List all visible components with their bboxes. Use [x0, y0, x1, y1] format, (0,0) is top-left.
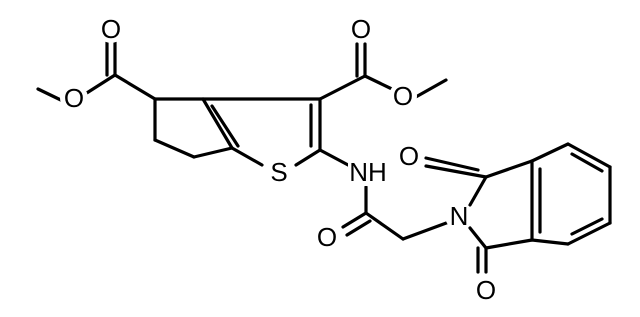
- bond: [401, 220, 451, 241]
- bond: [424, 164, 488, 179]
- bond: [570, 152, 604, 173]
- bond: [153, 138, 196, 159]
- bond: [230, 146, 264, 167]
- bond: [566, 142, 612, 169]
- svg-text:S: S: [270, 157, 287, 187]
- atom-oxygen-right-ester-ether: O: [389, 81, 417, 111]
- atom-amide-nh: NH: [348, 157, 388, 187]
- svg-text:O: O: [351, 14, 371, 44]
- atom-oxygen-amide: O: [313, 222, 341, 252]
- bonds: [36, 40, 612, 274]
- bond: [80, 73, 117, 98]
- bond: [364, 211, 405, 241]
- bond: [192, 146, 234, 159]
- bond: [318, 74, 367, 101]
- bond: [530, 142, 570, 163]
- bond: [566, 221, 612, 246]
- bond: [318, 148, 352, 168]
- bond: [484, 238, 534, 250]
- bond: [530, 238, 570, 246]
- svg-text:O: O: [393, 81, 413, 111]
- bond: [468, 226, 488, 250]
- atom-labels: O O O O S NH O: [60, 14, 500, 305]
- atom-sulfur: S: [265, 157, 293, 187]
- bond: [210, 104, 240, 148]
- svg-text:O: O: [399, 141, 419, 171]
- bond: [113, 73, 157, 101]
- svg-text:O: O: [101, 14, 121, 44]
- svg-text:O: O: [476, 275, 496, 305]
- bond: [424, 156, 480, 172]
- svg-text:N: N: [450, 201, 469, 231]
- bond: [201, 97, 234, 150]
- svg-text:NH: NH: [349, 157, 387, 187]
- atom-oxygen-imide-top: O: [395, 141, 423, 171]
- atom-oxygen-imide-bottom: O: [472, 275, 500, 305]
- bond: [570, 217, 604, 236]
- svg-text:O: O: [64, 83, 84, 113]
- svg-text:O: O: [317, 222, 337, 252]
- atom-oxygen-right-ester-carbonyl: O: [347, 14, 375, 44]
- bond: [294, 148, 322, 167]
- atom-oxygen-left-ester-ether: O: [60, 83, 88, 113]
- bond: [468, 175, 488, 207]
- bond: [412, 78, 448, 100]
- bond: [363, 74, 396, 92]
- atom-imide-nitrogen: N: [445, 201, 473, 231]
- bond: [484, 159, 534, 179]
- bond: [345, 219, 372, 237]
- atom-oxygen-left-ester-carbonyl: O: [97, 14, 125, 44]
- bond: [341, 211, 368, 229]
